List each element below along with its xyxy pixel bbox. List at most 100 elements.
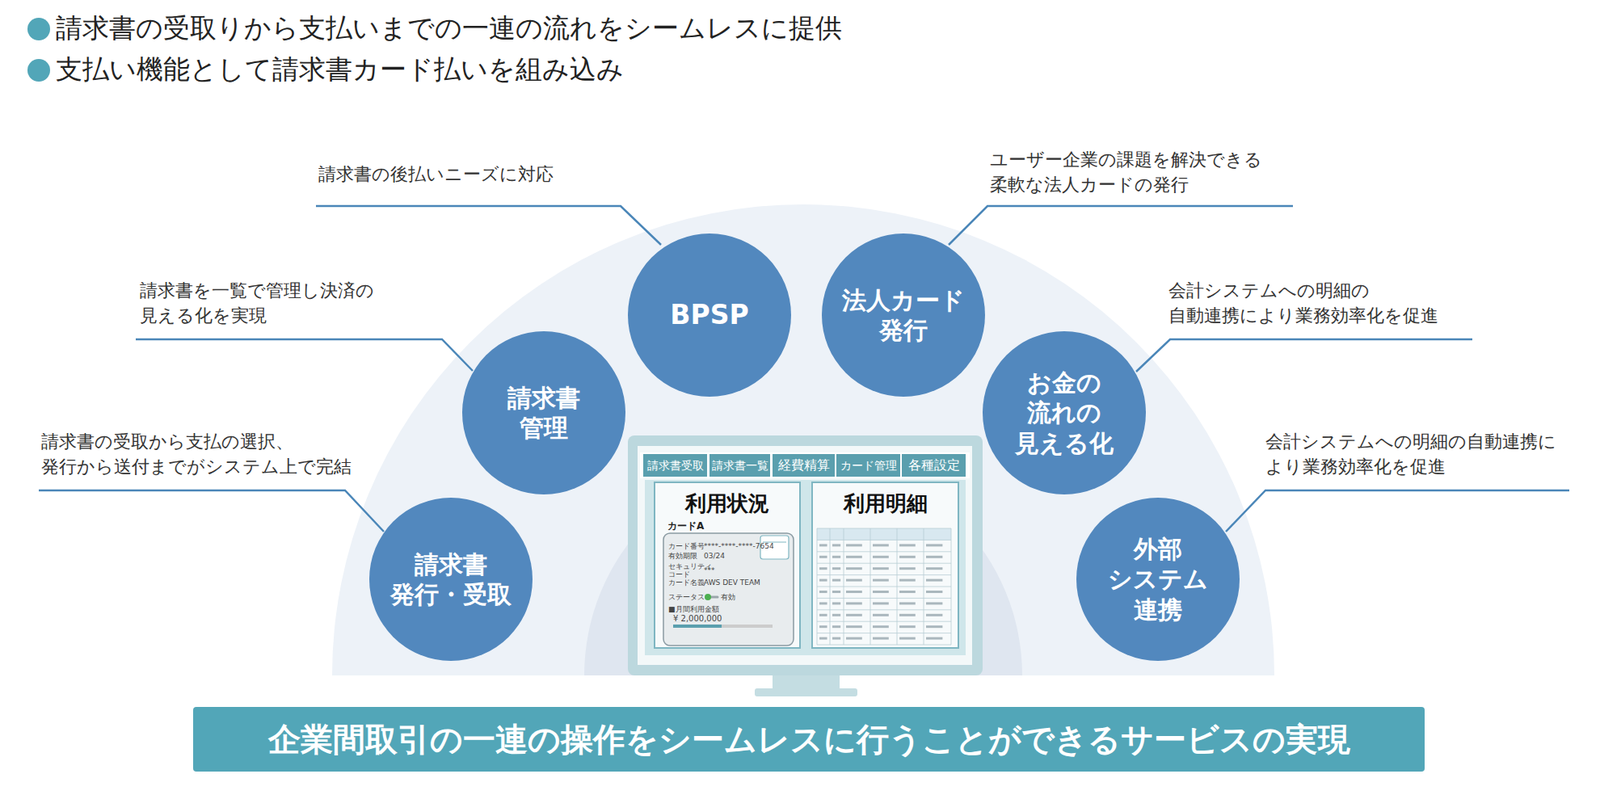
tab-row — [640, 452, 970, 479]
circle-title: 請求書 発行・受取 — [386, 549, 516, 611]
feature-circle: 請求書 発行・受取請求書の受取から支払の選択、 発行から送付までがシステム上で完… — [369, 497, 533, 662]
table-cell-mark — [846, 602, 863, 605]
table-cell-mark — [872, 555, 889, 559]
bullet-dot — [27, 17, 51, 41]
leader-line — [38, 490, 384, 532]
table-cell-mark — [926, 543, 943, 547]
feature-circle: 請求書 管理請求書を一覧で管理し決済の 見える化を実現 — [462, 331, 626, 495]
table-cell-mark — [832, 555, 841, 559]
table-cell-mark — [926, 555, 943, 559]
leader-line — [135, 339, 473, 371]
table-cell-mark — [846, 590, 863, 594]
table-cell-mark — [846, 625, 863, 628]
circle-fill — [627, 233, 792, 397]
card-field-value: 有効 — [720, 593, 736, 602]
leader-line — [1136, 339, 1473, 372]
panel-area — [644, 480, 966, 656]
table-cell-mark — [832, 625, 841, 628]
table-cell-mark — [832, 602, 841, 605]
table-cell-mark — [899, 614, 916, 617]
table-row-line — [816, 644, 952, 646]
table-cell-mark — [819, 579, 828, 582]
table-cell-mark — [819, 555, 828, 559]
table-cell-mark — [832, 637, 841, 640]
feature-circle: 法人カード 発行ユーザー企業の課題を解決できる 柔軟な法人カードの発行 — [821, 233, 986, 397]
table-cell-mark — [872, 567, 889, 570]
table-row-line — [816, 563, 952, 565]
table-column-line — [951, 528, 952, 645]
table-row-line — [816, 539, 952, 541]
panel-ground — [653, 481, 801, 649]
monitor-frame — [627, 435, 983, 676]
card-box — [663, 533, 794, 646]
table-cell-mark — [872, 602, 889, 605]
table-row-line — [816, 528, 952, 530]
feature-description: 請求書の後払いニーズに対応 — [318, 161, 642, 187]
circle-title: 外部 システム 連携 — [1105, 534, 1211, 626]
table-cell-mark — [926, 579, 943, 582]
progress-fill — [673, 624, 722, 628]
table-column-line — [843, 528, 845, 645]
menu-tab: 各種設定 — [901, 454, 966, 477]
table-cell-mark — [899, 590, 916, 594]
circle-fill — [1076, 497, 1240, 662]
tab-label: 経費精算 — [778, 457, 830, 475]
panel-ground — [811, 481, 960, 649]
table-cell-mark — [926, 602, 943, 605]
monitor-neck — [772, 673, 840, 691]
bullet-text: 請求書の受取りから支払いまでの一連の流れをシームレスに提供 — [55, 12, 843, 44]
table-cell-mark — [926, 625, 943, 628]
summary-band: 企業間取引の一連の操作をシームレスに行うことができるサービスの実現 — [193, 707, 1425, 772]
panel-title: 利用状況 — [685, 489, 770, 518]
table-cell-mark — [832, 614, 841, 617]
table-cell-mark — [872, 625, 889, 628]
table-cell-mark — [832, 543, 841, 547]
card-title: カードA — [667, 521, 704, 533]
table-cell-mark — [846, 543, 863, 547]
feature-circle: 外部 システム 連携会計システムへの明細の自動連携に より業務効率化を促進 — [1076, 497, 1240, 662]
monitor-screen — [637, 446, 973, 666]
table-cell-mark — [872, 614, 889, 617]
table-cell-mark — [819, 637, 828, 640]
screen-panel: 利用明細 — [811, 481, 960, 649]
panel-title: 利用明細 — [843, 489, 928, 518]
table-cell-mark — [899, 567, 916, 570]
tab-label: 請求書受取 — [647, 458, 704, 474]
table-row-line — [816, 621, 952, 623]
table-header — [816, 528, 952, 540]
table-cell-mark — [899, 543, 916, 547]
table-cell-mark — [846, 555, 863, 559]
feature-circle: お金の 流れの 見える化会計システムへの明細の 自動連携により業務効率化を促進 — [982, 331, 1146, 495]
table-cell-mark — [832, 579, 841, 582]
table-cell-mark — [926, 637, 943, 640]
menu-tab: カード管理 — [836, 454, 901, 477]
table-row-line — [816, 597, 952, 599]
monitor-base — [754, 688, 858, 697]
table-cell-mark — [872, 579, 889, 582]
card-field-value: *** — [703, 566, 716, 575]
menu-tab: 請求書一覧 — [709, 454, 771, 477]
tab-label: 各種設定 — [908, 457, 960, 475]
circle-title: お金の 流れの 見える化 — [1011, 367, 1117, 459]
table-cell-mark — [846, 637, 863, 640]
table-cell-mark — [819, 590, 828, 594]
circle-fill — [369, 497, 533, 662]
table-cell-mark — [832, 590, 841, 594]
table-cell-mark — [846, 579, 863, 582]
menu-tab: 経費精算 — [772, 454, 835, 477]
circle-title: 請求書 管理 — [499, 383, 589, 444]
table-cell-mark — [872, 590, 889, 594]
table-cell-mark — [872, 637, 889, 640]
leader-line — [948, 206, 1293, 245]
table-cell-mark — [899, 637, 916, 640]
card-field-value: 03/24 — [703, 551, 725, 560]
table-cell-mark — [819, 543, 828, 547]
tab-label: カード管理 — [840, 458, 897, 474]
feature-description: ユーザー企業の課題を解決できる 柔軟な法人カードの発行 — [989, 147, 1314, 198]
table-cell-mark — [872, 543, 889, 547]
semicircle-ground — [332, 204, 1275, 676]
circle-title: 法人カード 発行 — [838, 285, 969, 346]
card-field-label: カード番号 — [668, 542, 705, 551]
